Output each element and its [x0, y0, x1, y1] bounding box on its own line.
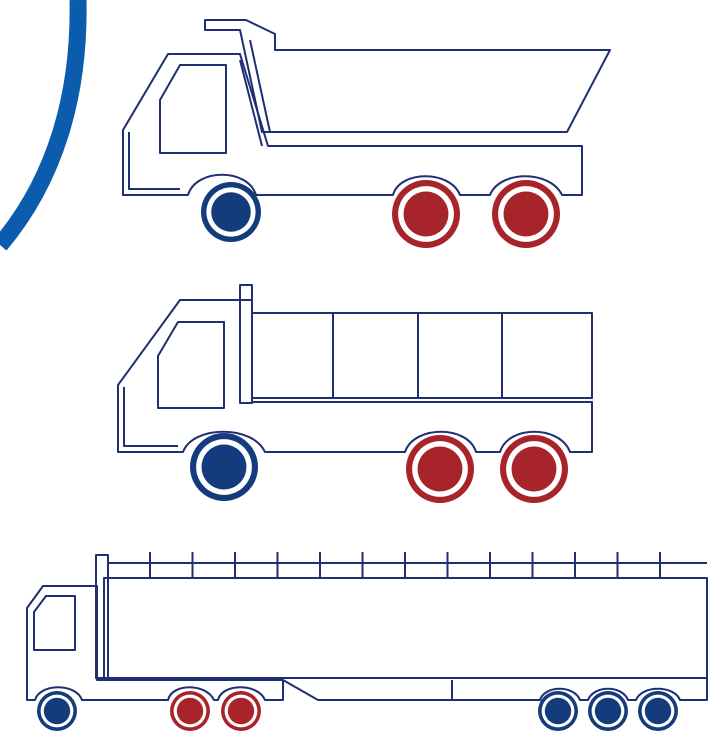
- drive-wheel: [392, 180, 460, 248]
- wheel-hub: [228, 698, 254, 724]
- dump-truck-cab: [123, 54, 582, 195]
- box-truck-cargo: [252, 313, 592, 398]
- trailer-wheel: [588, 691, 628, 731]
- drive-wheel: [221, 691, 261, 731]
- wheel-hub: [504, 192, 549, 237]
- wheel-hub: [202, 445, 247, 490]
- trailer-wheel: [538, 691, 578, 731]
- wheel-hub: [44, 698, 70, 724]
- front-wheel: [190, 433, 258, 501]
- dump-truck: [123, 20, 610, 248]
- drive-wheel: [406, 435, 474, 503]
- trailer-chassis: [283, 678, 707, 700]
- box-truck: [118, 285, 592, 503]
- wheel-hub: [512, 447, 557, 492]
- box-truck-window: [158, 322, 224, 408]
- dump-truck-window: [160, 65, 226, 153]
- wheel-hub: [211, 192, 251, 232]
- corner-arc: [0, 0, 78, 245]
- front-wheel: [37, 691, 77, 731]
- drive-wheel: [492, 180, 560, 248]
- trailer-wheel: [638, 691, 678, 731]
- drive-wheel: [500, 435, 568, 503]
- wheel-hub: [418, 447, 463, 492]
- tractor-window: [34, 596, 75, 650]
- trailer-roof-rail: [108, 552, 707, 578]
- tractor-cab: [27, 586, 283, 700]
- wheel-hub: [404, 192, 449, 237]
- drive-wheel: [170, 691, 210, 731]
- wheel-hub: [177, 698, 203, 724]
- front-wheel: [201, 182, 261, 242]
- box-truck-headboard: [240, 285, 252, 403]
- wheel-hub: [595, 698, 621, 724]
- wheel-hub: [645, 698, 671, 724]
- trailer-body: [104, 578, 707, 678]
- semi-trailer: [27, 552, 707, 731]
- wheel-hub: [545, 698, 571, 724]
